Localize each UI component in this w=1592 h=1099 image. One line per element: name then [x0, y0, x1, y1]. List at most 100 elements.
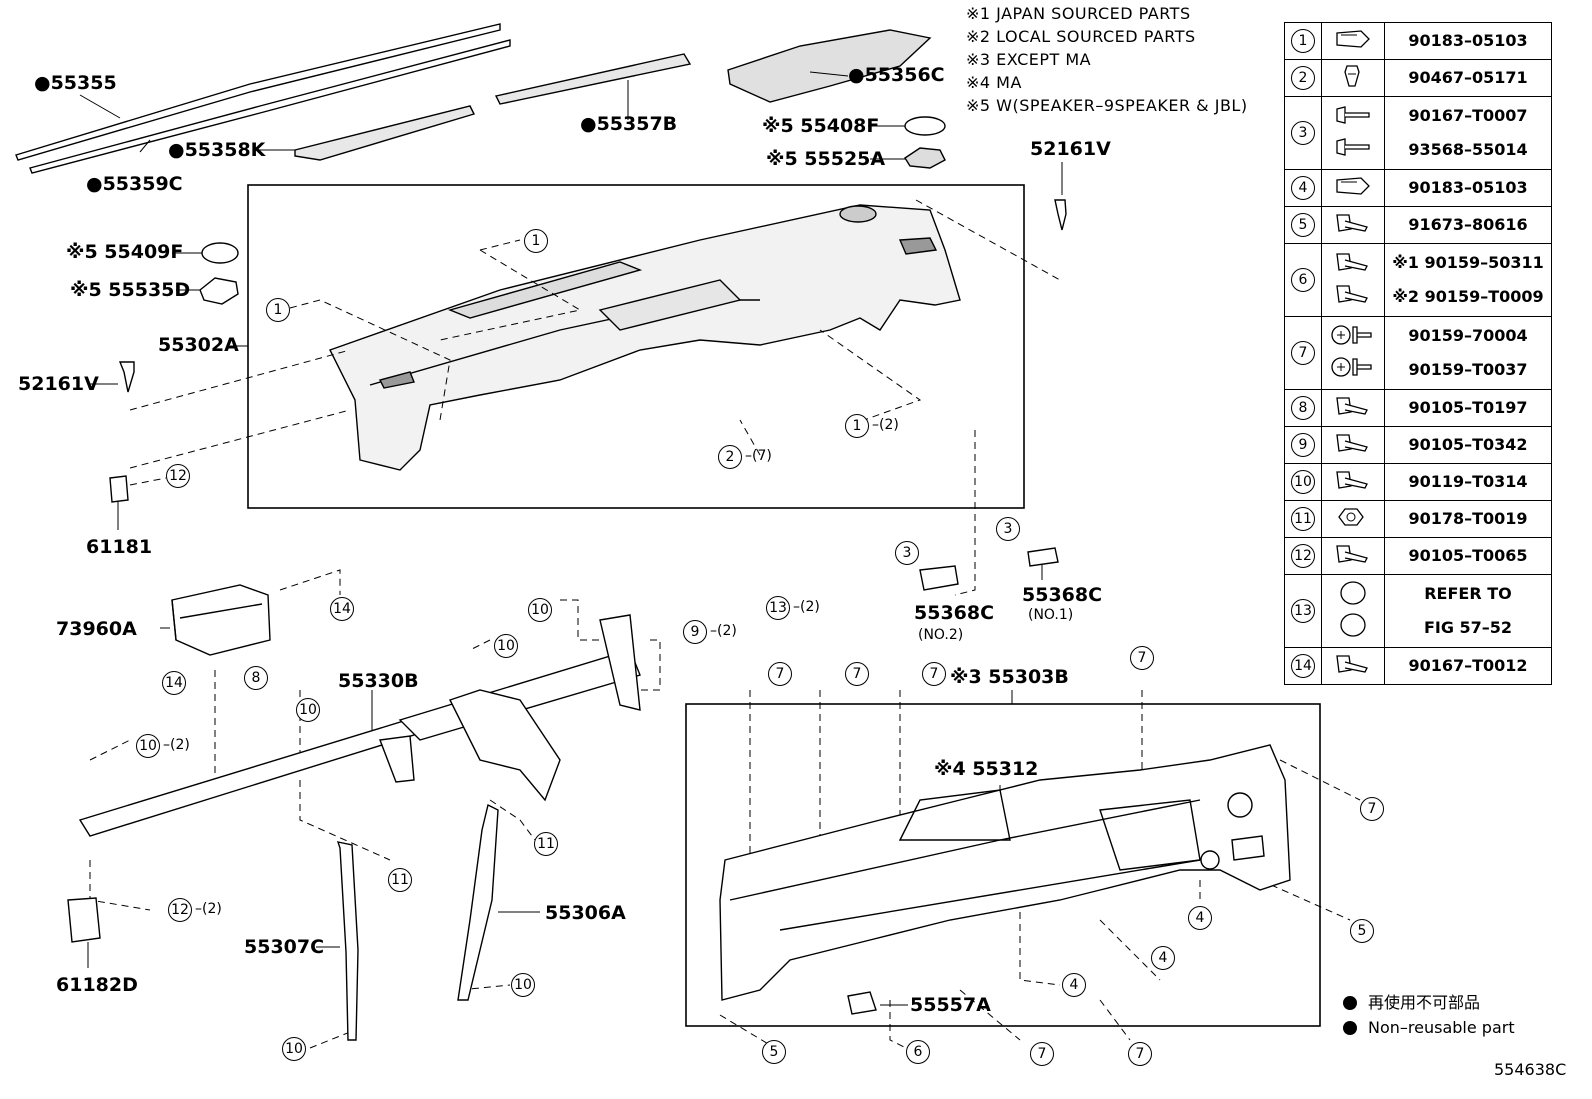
part-label-55312: ※4 55312 [934, 758, 1039, 780]
part-number: REFER TO [1424, 584, 1512, 603]
part-label-55306a: 55306A [545, 902, 626, 924]
callout-number: 5 [762, 1040, 786, 1064]
ref-row: 5 91673–80616 [1284, 206, 1552, 244]
clip-52161v-right [1054, 199, 1067, 231]
callout-number: 5 [1350, 919, 1374, 943]
callout-number: 10 [494, 634, 518, 658]
clip-nut-icon [1321, 169, 1385, 207]
strip-55357b [494, 53, 692, 105]
reinforcement-55330b [78, 614, 641, 837]
callout-number: 11 [388, 868, 412, 892]
ref-number: 10 [1291, 470, 1315, 494]
callout-number: 7 [845, 662, 869, 686]
part-number: 90105–T0197 [1408, 398, 1528, 417]
callout-number: 7 [768, 662, 792, 686]
callout-number: 9 [683, 620, 707, 644]
ref-number: 5 [1291, 213, 1315, 237]
note-2: ※2 LOCAL SOURCED PARTS [966, 27, 1196, 46]
instrument-panel-55302a [329, 204, 961, 471]
callout-number: 11 [534, 832, 558, 856]
part-number: 90178–T0019 [1408, 509, 1528, 528]
brace-55307c [336, 841, 359, 1041]
bolt-icon [1321, 463, 1385, 501]
callout-number: 7 [1128, 1042, 1152, 1066]
sublabel-no2: (NO.2) [918, 627, 964, 643]
callout-quantity: –(2) [163, 737, 190, 753]
bracket-61181 [109, 475, 129, 503]
grille-55535d [199, 277, 239, 305]
strip-55358k [294, 105, 475, 161]
callout-number: 7 [1130, 646, 1154, 670]
part-number: 90183–05103 [1408, 178, 1528, 197]
part-label-52161v-right: 52161V [1030, 138, 1111, 160]
part-label-55409f: ※5 55409F [66, 241, 184, 263]
cover-55408f [904, 116, 946, 136]
grille-55525a [904, 147, 946, 169]
callout-quantity: –(2) [793, 599, 820, 615]
ref-number: 8 [1291, 396, 1315, 420]
callout-number: 10 [511, 973, 535, 997]
cover-55409f [201, 242, 239, 264]
ref-number: 3 [1291, 121, 1315, 145]
washer-screw-icon [1321, 316, 1385, 390]
part-label-55330b: 55330B [338, 670, 419, 692]
callout-number: 3 [996, 517, 1020, 541]
cover-55356c [727, 29, 932, 103]
part-number: 90159–T0037 [1408, 360, 1528, 379]
callout-number: 7 [1030, 1042, 1054, 1066]
callout-number: 4 [1151, 946, 1175, 970]
part-number: 90167–T0012 [1408, 656, 1528, 675]
panel-frame-lower [685, 703, 1321, 1027]
part-number: 90105–T0065 [1408, 546, 1528, 565]
bolt-icon [1321, 426, 1385, 464]
ref-row: 6※1 90159–50311※2 90159–T0009 [1284, 243, 1552, 317]
part-label-55525a: ※5 55525A [766, 148, 886, 170]
part-label-55359c: ●55359C [86, 173, 183, 195]
duct-55557a [847, 991, 877, 1015]
panel-55303b [719, 744, 1291, 1001]
callout-number: 7 [1360, 797, 1384, 821]
callout-quantity: –(2) [195, 901, 222, 917]
note-1: ※1 JAPAN SOURCED PARTS [966, 4, 1191, 23]
bolt-icon [1321, 206, 1385, 244]
callout-number: 1 [266, 298, 290, 322]
leader-lines [79, 71, 1063, 1006]
callout-quantity: –(2) [872, 417, 899, 433]
part-number: 90105–T0342 [1408, 435, 1528, 454]
part-number: 93568–55014 [1408, 140, 1528, 159]
legend-dot-en [1343, 1021, 1357, 1035]
clip-55368c-no2 [919, 565, 959, 591]
legend-dot-jp [1343, 996, 1357, 1010]
part-label-61182d: 61182D [56, 974, 138, 996]
callout-number: 14 [162, 671, 186, 695]
part-label-55368c-no2: 55368C [914, 602, 995, 624]
part-number: 91673–80616 [1408, 215, 1528, 234]
callout-number: 1 [845, 414, 869, 438]
part-label-55557a: 55557A [910, 994, 991, 1016]
ref-row: 8 90105–T0197 [1284, 389, 1552, 427]
part-label-73960a: 73960A [56, 618, 137, 640]
callout-quantity: –(2) [710, 623, 737, 639]
push-clip-icon [1321, 59, 1385, 97]
part-number: 90159–70004 [1408, 326, 1528, 345]
callout-number: 1 [524, 229, 548, 253]
airbag-73960a [171, 584, 271, 656]
part-label-55355: ●55355 [34, 72, 117, 94]
callout-number: 3 [895, 541, 919, 565]
bolt-icon [1321, 389, 1385, 427]
figure-id: 554638C [1494, 1060, 1567, 1079]
ref-number: 6 [1291, 268, 1315, 292]
part-label-55408f: ※5 55408F [762, 115, 880, 137]
callout-number: 7 [922, 662, 946, 686]
callout-quantity: –(7) [745, 448, 772, 464]
callout-number: 8 [244, 666, 268, 690]
part-label-55356c: ●55356C [848, 64, 945, 86]
